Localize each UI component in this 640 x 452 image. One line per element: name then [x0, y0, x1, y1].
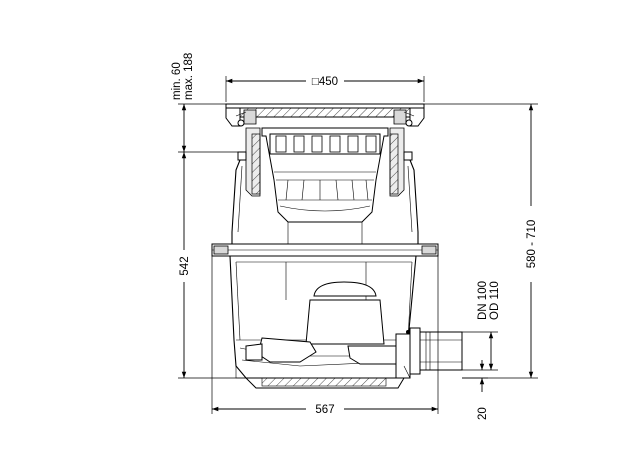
label-total-height: 580 - 710 — [526, 220, 538, 269]
dim-grate-width: □450 — [225, 76, 425, 102]
label-grate-size: □450 — [312, 76, 338, 88]
label-min: min. 60 — [171, 62, 183, 100]
outlet-pipe — [395, 327, 463, 379]
flange — [211, 243, 439, 257]
dim-total-height: 580 - 710 — [424, 103, 538, 379]
dim-outlet-diameter: DN 100 OD 110 — [462, 281, 501, 371]
label-max: max. 188 — [183, 53, 195, 100]
upper-body — [231, 151, 419, 246]
label-offset: 20 — [477, 407, 489, 420]
odour-trap — [245, 281, 397, 365]
dim-height-adjust: min. 60 max. 188 — [171, 53, 246, 153]
grate-frame — [225, 103, 425, 127]
dim-outlet-offset: 20 — [462, 360, 489, 420]
label-dn: DN 100 — [477, 281, 489, 320]
label-body-height: 542 — [179, 256, 191, 275]
dim-base-width: 567 — [211, 256, 439, 416]
label-base-width: 567 — [315, 404, 334, 416]
adjustment-ring — [245, 127, 405, 197]
label-od: OD 110 — [489, 281, 501, 320]
base — [235, 365, 411, 389]
sediment-bucket — [261, 127, 389, 246]
